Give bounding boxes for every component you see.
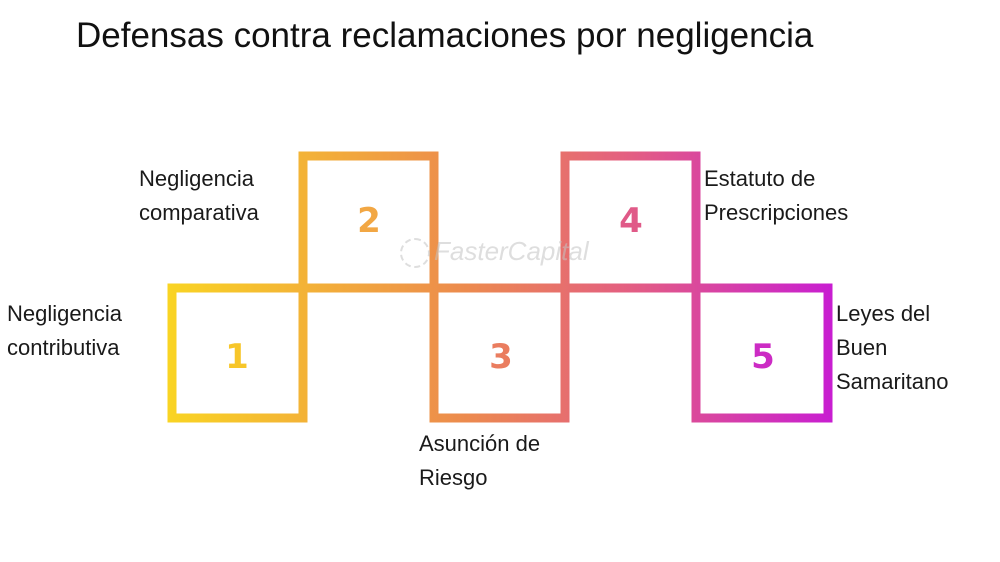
watermark: FasterCapital bbox=[400, 236, 589, 269]
step-label-1: Negligencia contributiva bbox=[7, 301, 122, 360]
watermark-text: FasterCapital bbox=[434, 236, 589, 266]
watermark-logo-icon bbox=[400, 238, 430, 269]
step-label-5: Leyes del Buen Samaritano bbox=[836, 301, 949, 394]
step-box-2 bbox=[298, 151, 439, 293]
step-box-1 bbox=[167, 283, 308, 423]
step-label-4: Estatuto de Prescripciones bbox=[704, 166, 849, 225]
step-box-5 bbox=[691, 283, 833, 423]
step-box-4 bbox=[560, 151, 701, 293]
step-box-3 bbox=[429, 283, 570, 423]
step-number-3: 3 bbox=[489, 337, 513, 377]
step-number-4: 4 bbox=[619, 201, 643, 241]
step-number-1: 1 bbox=[225, 337, 249, 377]
step-label-3: Asunción de Riesgo bbox=[419, 431, 541, 490]
page-title: Defensas contra reclamaciones por neglig… bbox=[76, 16, 814, 55]
step-number-5: 5 bbox=[751, 337, 775, 377]
step-label-2: Negligencia comparativa bbox=[139, 166, 259, 225]
step-number-2: 2 bbox=[357, 201, 381, 241]
